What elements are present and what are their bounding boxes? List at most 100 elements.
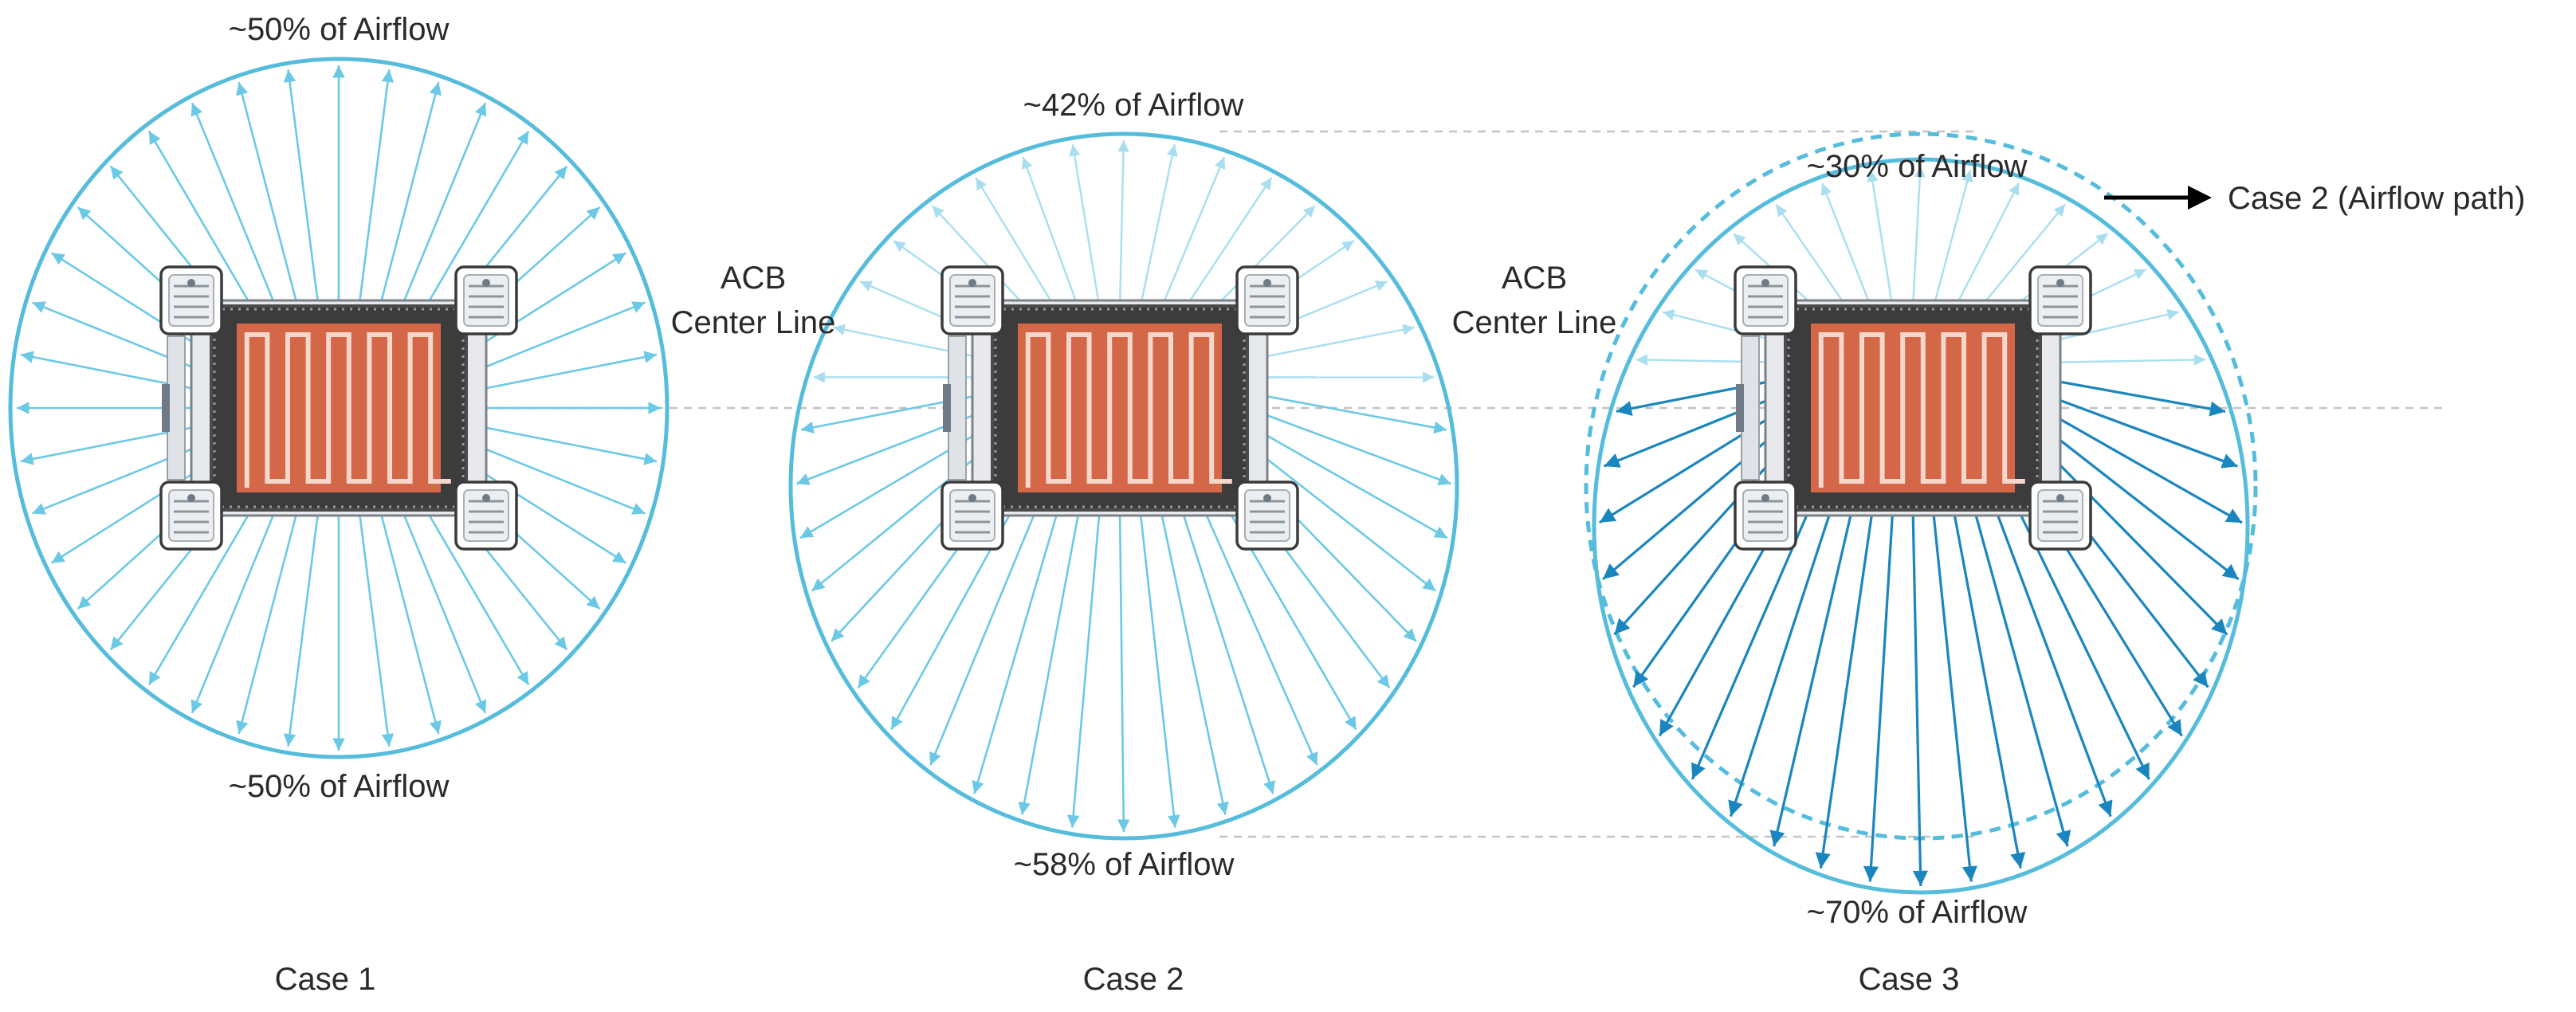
- airflow-arrow-icon: [1176, 177, 1273, 320]
- case-1-title: Case 1: [275, 962, 376, 997]
- case-2-title: Case 2: [1083, 962, 1184, 997]
- case2-path-label: Case 2 (Airflow path): [2228, 181, 2525, 216]
- case-3-diagram: [1584, 131, 2258, 895]
- case-3-title: Case 3: [1859, 962, 1960, 997]
- airflow-arrow-icon: [147, 488, 265, 686]
- acb-label-line2: Center Line: [671, 305, 836, 340]
- airflow-arrow-icon: [1911, 507, 1929, 887]
- airflow-arrow-icon: [377, 81, 442, 314]
- corner-nozzle-icon: [1734, 481, 1797, 551]
- corner-nozzle-icon: [159, 265, 223, 335]
- airflow-arrow-icon: [975, 177, 1063, 320]
- airflow-arrow-icon: [190, 496, 282, 714]
- airflow-arrow-icon: [890, 477, 1031, 731]
- airflow-arrow-icon: [1245, 391, 1447, 434]
- airflow-arrow-icon: [1138, 144, 1178, 310]
- airflow-arrow-icon: [357, 506, 395, 747]
- airflow-arrow-icon: [1245, 422, 1448, 539]
- acb-label-line1: ACB: [721, 261, 786, 296]
- airflow-arrow-icon: [1931, 170, 1973, 310]
- airflow-arrow-icon: [1815, 502, 1875, 869]
- airflow-arrow-icon: [395, 496, 487, 714]
- airflow-arrow-icon: [190, 102, 282, 320]
- airflow-arrow-icon: [1138, 506, 1180, 828]
- airflow-arrow-icon: [2038, 422, 2240, 581]
- airflow-arrow-icon: [1176, 496, 1275, 794]
- acb-label-line1: ACB: [1502, 261, 1567, 296]
- airflow-arrow-icon: [1728, 488, 1840, 818]
- airflow-arrow-icon: [395, 102, 487, 320]
- airflow-arrow-icon: [2033, 375, 2226, 417]
- airflow-arrow-icon: [1690, 477, 1824, 780]
- airflow-arrow-icon: [2038, 390, 2239, 469]
- airflow-arrow-icon: [1117, 139, 1129, 309]
- acb-center-line-label-2: ACB Center Line: [1452, 261, 1617, 340]
- airflow-arrow-icon: [412, 488, 530, 686]
- corner-nozzle-icon: [1235, 265, 1299, 335]
- airflow-arrow-icon: [1931, 506, 1977, 882]
- airflow-arrow-icon: [32, 437, 218, 515]
- airflow-boundary: [8, 57, 670, 759]
- airflow-arrow-icon: [1613, 437, 1793, 636]
- case-2-top-label: ~42% of Airflow: [1023, 88, 1244, 123]
- diffuser-coil-icon: [1734, 265, 2092, 551]
- diffuser-coil-icon: [159, 265, 518, 551]
- airflow-arrow-icon: [929, 488, 1046, 766]
- diffuser-coil-icon: [940, 265, 1299, 551]
- airflow-arrow-icon: [1951, 182, 2020, 314]
- airflow-arrow-icon: [1867, 170, 1895, 310]
- airflow-arrow-icon: [1193, 488, 1318, 766]
- airflow-arrow-icon: [236, 81, 300, 314]
- airflow-arrow-icon: [972, 496, 1063, 794]
- airflow-arrow-icon: [32, 301, 218, 379]
- airflow-arrow-icon: [1158, 156, 1226, 314]
- case-1-top-label: ~50% of Airflow: [229, 12, 450, 47]
- airflow-arrow-icon: [147, 130, 265, 328]
- airflow-arrow-icon: [377, 502, 442, 735]
- airflow-arrow-icon: [1911, 165, 1926, 309]
- corner-nozzle-icon: [454, 481, 518, 551]
- airflow-arrow-icon: [1117, 507, 1130, 833]
- airflow-arrow-icon: [1021, 156, 1082, 314]
- airflow-arrow-icon: [1018, 502, 1082, 815]
- corner-nozzle-icon: [454, 265, 518, 335]
- corner-nozzle-icon: [1734, 265, 1797, 335]
- airflow-boundary: [788, 131, 1459, 841]
- airflow-arrow-icon: [1240, 437, 1437, 592]
- corner-nozzle-icon: [1235, 481, 1299, 551]
- case-2-diagram: [788, 131, 1459, 841]
- airflow-arrow-icon: [459, 301, 646, 379]
- corner-nozzle-icon: [2028, 481, 2092, 551]
- airflow-arrow-icon: [1247, 406, 1451, 486]
- airflow-arrow-icon: [357, 69, 395, 310]
- airflow-arrow-icon: [1969, 496, 2071, 847]
- airflow-arrow-icon: [1986, 488, 2113, 818]
- airflow-arrow-icon: [2001, 477, 2150, 780]
- airflow-arrow-icon: [1158, 502, 1229, 815]
- case-1-diagram: [8, 57, 670, 759]
- airflow-arrow-icon: [2033, 437, 2228, 636]
- case-2-bottom-label: ~58% of Airflow: [1014, 847, 1235, 882]
- airflow-arrow-icon: [459, 437, 646, 515]
- airflow-arrow-icon: [464, 351, 658, 394]
- corner-nozzle-icon: [2028, 265, 2092, 335]
- case-1-bottom-label: ~50% of Airflow: [229, 769, 450, 804]
- airflow-arrow-icon: [412, 130, 530, 328]
- airflow-arrow-icon: [1066, 506, 1101, 828]
- acb-center-line-label-1: ACB Center Line: [671, 261, 836, 340]
- airflow-arrow-icon: [464, 422, 658, 465]
- airflow-arrow-icon: [1769, 496, 1856, 847]
- airflow-arrow-icon: [1863, 506, 1895, 882]
- corner-nozzle-icon: [940, 481, 1004, 551]
- corner-nozzle-icon: [940, 265, 1004, 335]
- airflow-arrow-icon: [1616, 375, 1793, 417]
- case-3-bottom-label: ~70% of Airflow: [1807, 895, 2028, 930]
- acb-label-line2: Center Line: [1452, 305, 1617, 340]
- corner-nozzle-icon: [159, 481, 223, 551]
- airflow-arrow-icon: [1209, 477, 1357, 731]
- airflow-boundary: [1592, 157, 2250, 895]
- airflow-arrow-icon: [1950, 502, 2026, 869]
- airflow-arrow-icon: [1069, 144, 1101, 310]
- airflow-arrow-icon: [811, 437, 999, 592]
